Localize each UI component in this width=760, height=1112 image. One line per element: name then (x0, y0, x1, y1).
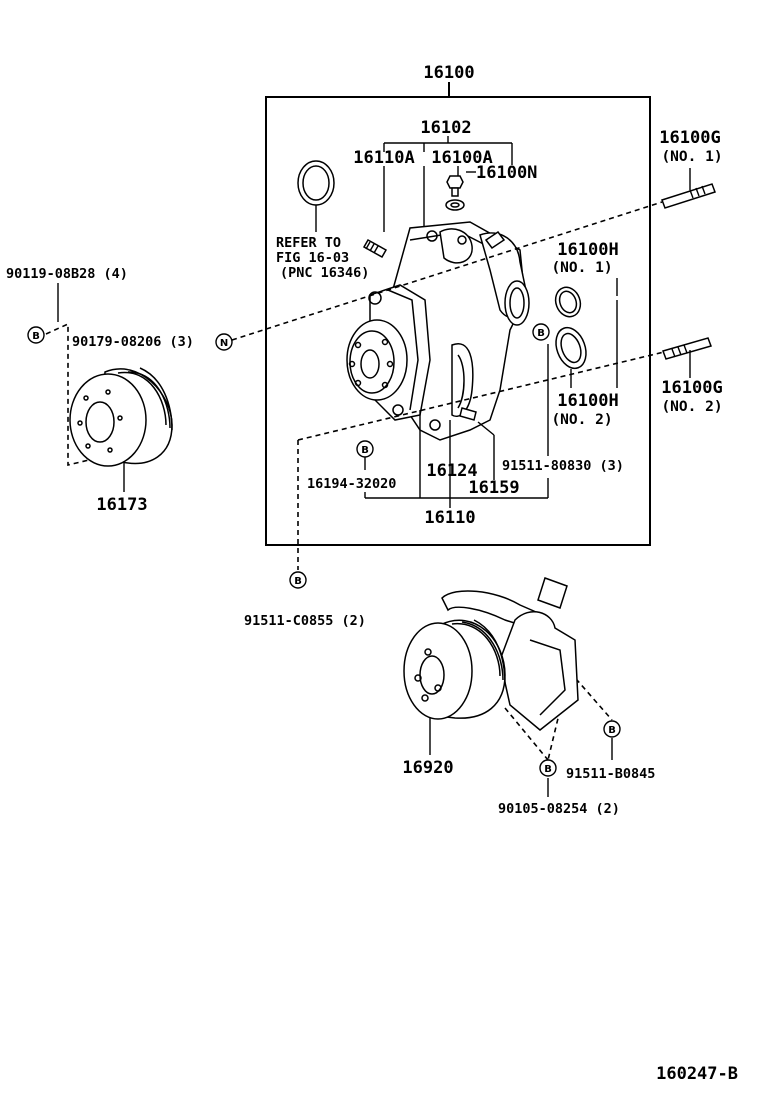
marker-n-90179: N (215, 333, 233, 351)
label-16100g-no1-suffix: (NO. 1) (661, 149, 722, 165)
label-91511-c0855: 91511-C0855 (2) (244, 613, 366, 629)
label-90105: 90105-08254 (2) (498, 801, 620, 817)
label-16920: 16920 (402, 758, 453, 778)
marker-b-91511-b0845: B (603, 720, 621, 738)
label-16100g-no2-suffix: (NO. 2) (661, 399, 722, 415)
bolt-16100a (445, 175, 465, 211)
water-pump-body (346, 221, 530, 441)
label-16102: 16102 (420, 118, 471, 138)
label-16100a: 16100A (431, 148, 492, 168)
marker-b-90119: B (27, 326, 45, 344)
marker-b-90105: B (539, 759, 557, 777)
svg-text:B: B (537, 328, 545, 339)
label-16124: 16124 (426, 461, 477, 481)
water-pump-assy-16920 (403, 577, 579, 731)
marker-b-91511-80830: B (532, 323, 550, 341)
label-16159: 16159 (468, 478, 519, 498)
o-ring-16346 (297, 160, 335, 232)
stud-16100g-no1 (661, 168, 716, 209)
o-ring-16100h-no2 (555, 326, 587, 370)
bracket-16102 (383, 136, 513, 232)
stud-16110a (362, 238, 388, 259)
label-16110a: 16110A (353, 148, 414, 168)
marker-b-16194: B (356, 440, 374, 458)
label-16100h-no1: 16100H (557, 240, 618, 260)
label-16100g-no2: 16100G (661, 378, 722, 398)
label-16100g-no1: 16100G (659, 128, 720, 148)
label-16173: 16173 (96, 495, 147, 515)
figure-id: 160247-B (656, 1064, 738, 1084)
svg-text:B: B (608, 725, 616, 736)
label-16110: 16110 (424, 508, 475, 528)
label-91511-b0845: 91511-B0845 (566, 766, 655, 782)
label-refer-fig: FIG 16-03 (276, 250, 349, 266)
svg-text:B: B (32, 331, 40, 342)
label-16100h-no1-suffix: (NO. 1) (551, 260, 612, 276)
label-16100h-no2-suffix: (NO. 2) (551, 412, 612, 428)
label-refer-pnc: (PNC 16346) (280, 265, 369, 281)
svg-text:B: B (544, 764, 552, 775)
label-16194: 16194-32020 (307, 476, 396, 492)
stud-16100g-no2 (662, 337, 712, 378)
svg-text:B: B (294, 576, 302, 587)
svg-text:N: N (220, 338, 228, 349)
svg-text:B: B (361, 445, 369, 456)
label-16100n: 16100N (476, 163, 537, 183)
label-16100: 16100 (423, 63, 474, 83)
assembly-box-16100 (265, 82, 651, 546)
label-90119: 90119-08B28 (4) (6, 266, 128, 282)
pulley-16173 (69, 367, 173, 467)
label-90179: 90179-08206 (3) (72, 334, 194, 350)
dashed-leaders (45, 201, 665, 761)
label-refer-to: REFER TO (276, 235, 341, 251)
label-91511-80830: 91511-80830 (3) (502, 458, 624, 474)
o-ring-16100h-no1 (554, 286, 582, 318)
leader-lines (57, 283, 613, 797)
marker-b-91511-c0855: B (289, 571, 307, 589)
label-16100h-no2: 16100H (557, 391, 618, 411)
